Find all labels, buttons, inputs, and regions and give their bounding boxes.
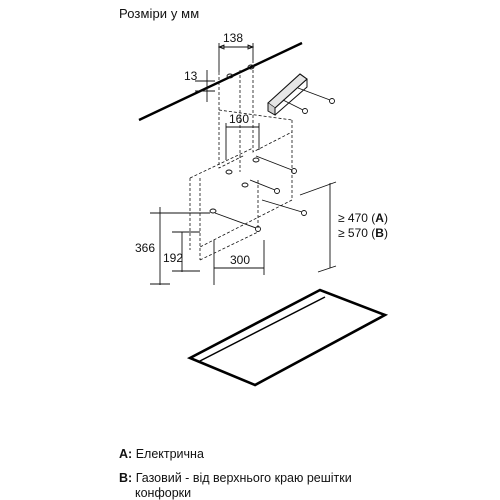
ceiling-bracket bbox=[267, 73, 308, 116]
dimension-13-label: 13 bbox=[184, 69, 198, 83]
ceiling-drill-points bbox=[226, 64, 255, 79]
legend-b: B: Газовий - від верхнього краю решітки bbox=[119, 471, 352, 485]
legend-a-text: Електрична bbox=[135, 447, 204, 461]
page-title: Розміри у мм bbox=[119, 6, 200, 21]
legend-a: A: Електрична bbox=[119, 447, 204, 461]
legend-b-text: Газовий - від верхнього краю решітки bbox=[135, 471, 352, 485]
lower-frame bbox=[199, 178, 259, 261]
upper-frame bbox=[189, 120, 293, 250]
extension-line bbox=[317, 265, 337, 273]
legend-b-text-cont: конфорки bbox=[135, 486, 192, 500]
upper-chimney-outline bbox=[218, 60, 293, 172]
ceiling-line bbox=[138, 41, 303, 122]
cooktop bbox=[186, 288, 389, 387]
clearance-a-label: ≥ 470 (A) bbox=[338, 211, 388, 225]
dimension-300-label: 300 bbox=[230, 253, 250, 267]
screws-top bbox=[282, 87, 335, 114]
arrow-heads bbox=[217, 44, 255, 50]
clearance-b-label: ≥ 570 (B) bbox=[338, 226, 388, 240]
legend-b-key: B: bbox=[119, 471, 133, 485]
screws-middle bbox=[209, 155, 307, 232]
dimension-192-label: 192 bbox=[163, 251, 183, 265]
extension-line bbox=[299, 181, 337, 196]
dimension-366-label: 366 bbox=[135, 241, 155, 255]
dimension-138-label: 138 bbox=[223, 31, 243, 45]
legend-a-key: A: bbox=[119, 447, 133, 461]
dimension-160-label: 160 bbox=[229, 112, 249, 126]
legend-b-cont: конфорки bbox=[135, 486, 191, 500]
